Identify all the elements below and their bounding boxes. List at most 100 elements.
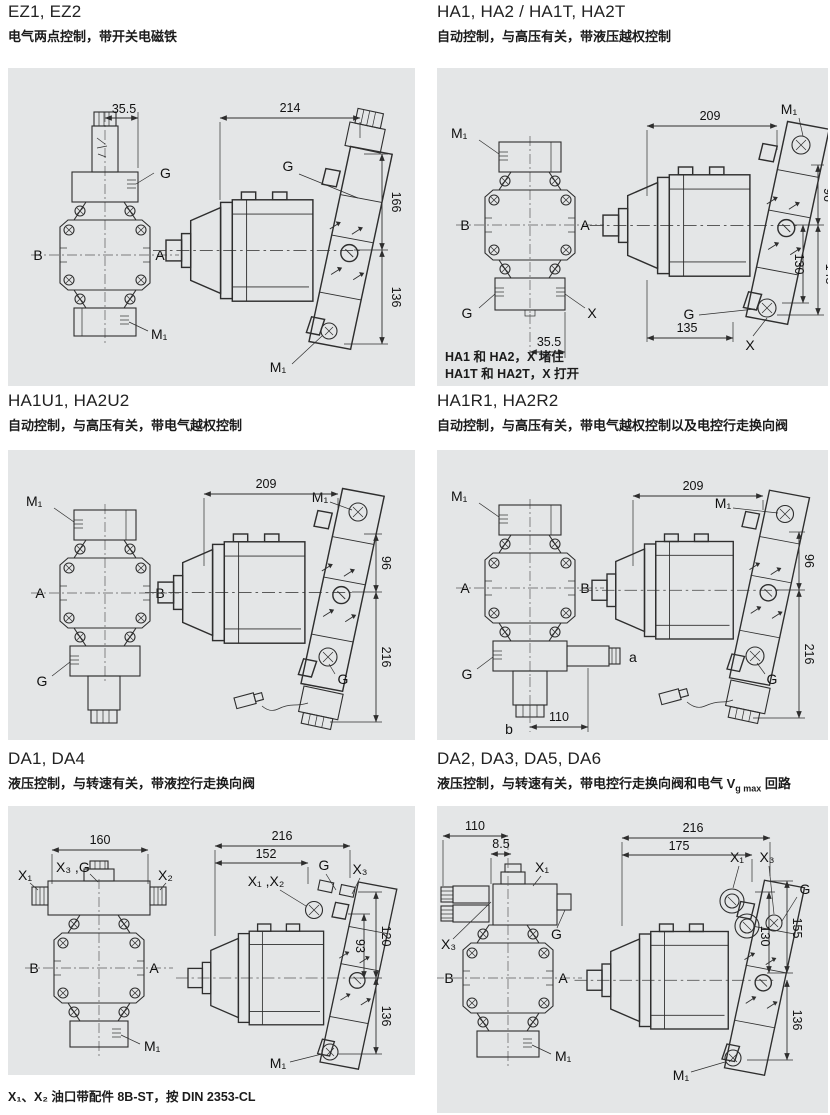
section-subtitle: 自动控制，与高压有关，带液压越权控制 <box>437 29 672 44</box>
port-label-g: G <box>319 857 330 873</box>
dim-96: 96 <box>379 556 393 570</box>
pump-rear-view: M₁ A B G <box>26 493 179 724</box>
pump-rear-view: M₁ A B G a b 110 <box>451 488 637 737</box>
section-title: HA1U1, HA2U2 <box>8 391 130 410</box>
pump-side-view: M₁ 209 96 130 148 G X 135 <box>590 101 828 353</box>
dim-130: 130 <box>792 254 806 275</box>
port-label-m1: M₁ <box>270 1055 287 1071</box>
port-label-x: X <box>587 305 597 321</box>
port-label-g: G <box>551 926 562 942</box>
section-title: DA1, DA4 <box>8 749 86 768</box>
ha-note-line2: HA1T 和 HA2T，X 打开 <box>445 367 580 381</box>
port-label-b: B <box>460 217 469 233</box>
port-label-a: A <box>558 970 568 986</box>
ha-note-line1: HA1 和 HA2，X 堵住 <box>445 350 564 364</box>
port-label-x1: X₁ <box>18 867 32 883</box>
dim-209: 209 <box>683 479 704 493</box>
section-header-da2: DA2, DA3, DA5, DA6 液压控制，与转速有关，带电控行走换向阀和电… <box>437 749 791 794</box>
drawing-da2: X₁ G X₃ 110 8.5 B A M₁ X₁ X₃ G <box>437 819 811 1083</box>
dim-152: 152 <box>256 847 277 861</box>
cable-connector <box>233 692 265 710</box>
port-label-b: B <box>155 585 164 601</box>
drawing-panel-da1: X₁ X₃ ,G X₂ 160 B A M₁ 216 152 G X₃ <box>8 806 415 1075</box>
port-label-x3-g: X₃ ,G <box>56 859 90 875</box>
port-label-a: A <box>35 585 45 601</box>
section-header-ez: EZ1, EZ2 电气两点控制，带开关电磁铁 <box>8 2 177 45</box>
port-label-g: G <box>37 673 48 689</box>
lower-valve-cap <box>297 685 344 731</box>
section-title: DA2, DA3, DA5, DA6 <box>437 749 602 768</box>
section-title: HA1, HA2 / HA1T, HA2T <box>437 2 626 21</box>
drawing-ha1r1: M₁ A B G a b 110 M₁ 209 96 21 <box>451 479 816 737</box>
dim-216: 216 <box>379 647 393 668</box>
dim-96: 96 <box>802 554 816 568</box>
drawing-ha1u1: M₁ A B G M₁ 209 96 216 G <box>26 477 393 731</box>
pump-side-view: 216 152 G X₃ X₁ ,X₂ 120 93 136 M₁ <box>176 829 397 1071</box>
drawing-panel-ha: M₁ B A G X 35.5 M₁ 209 96 130 148 <box>437 68 828 386</box>
port-label-g: G <box>462 666 473 682</box>
dim-120: 120 <box>379 926 393 947</box>
port-label-x: X <box>745 337 755 353</box>
port-label-x3: X₃ <box>441 936 456 952</box>
port-label-m1: M₁ <box>673 1067 690 1083</box>
pump-side-view: X₁ X₃ G 216 175 130 155 136 M₁ <box>575 821 811 1083</box>
port-label-m1: M₁ <box>151 326 168 342</box>
port-label-m1: M₁ <box>555 1048 572 1064</box>
cable-connector <box>658 688 690 706</box>
section-subtitle: 自动控制，与高压有关，带电气越权控制以及电控行走换向阀 <box>437 418 789 433</box>
drawing-panel-ez: 35.5 G B A M₁ 214 166 136 G M₁ <box>8 68 415 386</box>
drawing-ez: 35.5 G B A M₁ 214 166 136 G M₁ <box>8 101 403 375</box>
section-subtitle: 液压控制，与转速有关，带液控行走换向阀 <box>8 776 256 791</box>
dim-148: 148 <box>823 264 828 285</box>
pump-rear-view: X₁ G X₃ 110 8.5 B A M₁ <box>437 819 582 1067</box>
dim-175: 175 <box>669 839 690 853</box>
dim-214: 214 <box>280 101 301 115</box>
port-label-m1: M₁ <box>270 359 287 375</box>
port-label-g: G <box>338 671 349 687</box>
port-label-g: G <box>283 158 294 174</box>
port-label-m1: M₁ <box>451 125 468 141</box>
dim-160: 160 <box>90 833 111 847</box>
port-label-a: A <box>580 217 590 233</box>
dim-209: 209 <box>256 477 277 491</box>
section-header-ha1r1: HA1R1, HA2R2 自动控制，与高压有关，带电气越权控制以及电控行走换向阀 <box>437 391 788 434</box>
drawing-panel-ha1u1: M₁ A B G M₁ 209 96 216 G <box>8 450 415 740</box>
port-label-x3: X₃ <box>352 861 367 877</box>
port-label-m1: M₁ <box>715 495 732 511</box>
section-header-ha: HA1, HA2 / HA1T, HA2T 自动控制，与高压有关，带液压越权控制 <box>437 2 671 45</box>
port-label-g: G <box>462 305 473 321</box>
dim-136: 136 <box>379 1006 393 1027</box>
dim-136: 136 <box>389 287 403 308</box>
port-label-b: B <box>580 580 589 596</box>
section-title: HA1R1, HA2R2 <box>437 391 559 410</box>
drawing-panel-ha1r1: M₁ A B G a b 110 M₁ 209 96 21 <box>437 450 828 740</box>
dim-130: 130 <box>758 926 772 947</box>
dim-216: 216 <box>683 821 704 835</box>
dim-209: 209 <box>700 109 721 123</box>
dim-110: 110 <box>465 819 485 833</box>
section-subtitle: 电气两点控制，带开关电磁铁 <box>8 29 178 44</box>
pump-side-view: M₁ 209 96 216 G <box>145 477 393 731</box>
dim-166: 166 <box>389 192 403 213</box>
port-label-g: G <box>800 881 811 897</box>
ha-note: HA1 和 HA2，X 堵住 HA1T 和 HA2T，X 打开 <box>445 349 579 383</box>
dim-135: 135 <box>677 321 698 335</box>
port-label-x1-x2: X₁ ,X₂ <box>248 873 285 889</box>
port-label-m1: M₁ <box>144 1038 161 1054</box>
port-label-a: A <box>460 580 470 596</box>
port-label-b: B <box>29 960 38 976</box>
section-header-da1: DA1, DA4 液压控制，与转速有关，带液控行走换向阀 <box>8 749 255 792</box>
da1-footnote: X₁、X₂ 油口带配件 8B-ST，按 DIN 2353-CL <box>8 1090 256 1104</box>
pump-side-view: M₁ 209 96 216 G <box>580 479 816 725</box>
port-label-m1: M₁ <box>451 488 468 504</box>
dim-35-5: 35.5 <box>537 335 561 349</box>
port-label-b: B <box>444 970 453 986</box>
port-label-g: G <box>160 165 171 181</box>
pump-side-view: 214 166 136 G M₁ <box>153 101 403 375</box>
port-label-x2: X₂ <box>158 867 173 883</box>
port-label-b: B <box>33 247 42 263</box>
section-title: EZ1, EZ2 <box>8 2 82 21</box>
port-label-m1: M₁ <box>312 489 329 505</box>
dim-155: 155 <box>790 918 804 939</box>
